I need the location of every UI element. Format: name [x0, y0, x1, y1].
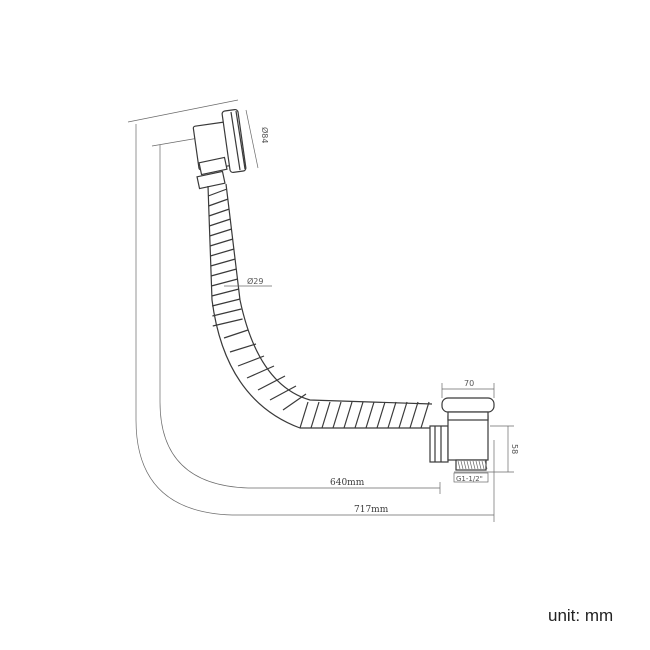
thread-label: G1-1/2"	[456, 475, 483, 483]
outer-ext-top	[127, 99, 239, 123]
unit-label: unit: mm	[548, 606, 614, 625]
inner-length-arc	[159, 145, 440, 489]
hose-ribs	[208, 188, 430, 429]
outer-length-arc	[135, 124, 494, 516]
outlet-diameter-label: Ø84	[260, 127, 270, 143]
hose-outer-right	[225, 183, 433, 405]
inner-length-label: 640mm	[330, 478, 365, 488]
hose-diameter-label: Ø29	[247, 276, 263, 286]
height-label: 58	[510, 444, 519, 454]
waste-assembly	[429, 397, 495, 473]
hose-outer-left	[207, 185, 432, 429]
width-label: 70	[464, 379, 474, 388]
overflow-outlet	[192, 108, 259, 190]
outer-length-label: 717mm	[354, 505, 389, 515]
